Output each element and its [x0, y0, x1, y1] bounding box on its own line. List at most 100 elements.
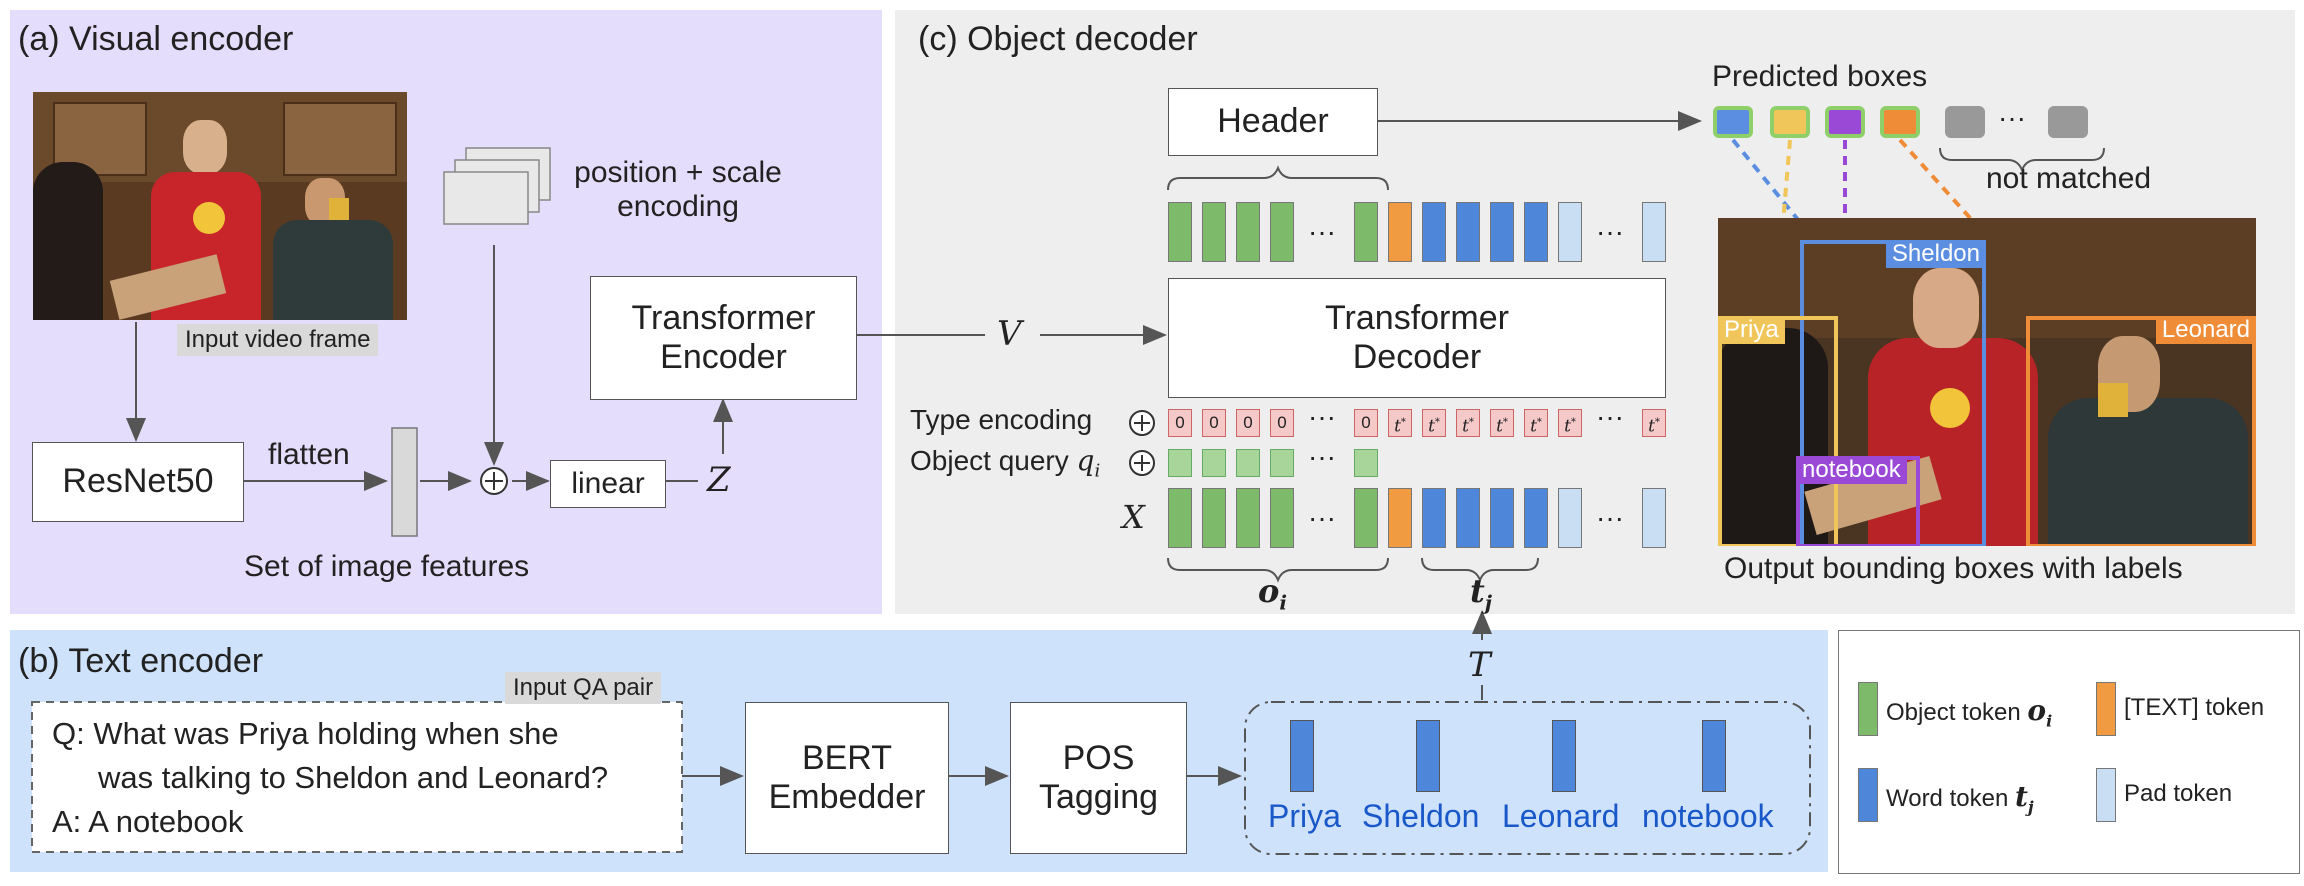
predicted-box-unmatched — [1945, 106, 1985, 138]
v-symbol: V — [997, 314, 1022, 354]
output-frame-image: Sheldon Priya Leonard notebook — [1718, 218, 2256, 546]
type-code-t: t* — [1642, 409, 1666, 437]
ellipsis: ··· — [1308, 441, 1336, 472]
image-features-label: Set of image features — [244, 550, 530, 583]
type-code-zero: 0 — [1270, 409, 1294, 437]
word-label: notebook — [1642, 798, 1774, 834]
object-token — [1236, 488, 1260, 548]
z-symbol: Z — [707, 460, 731, 500]
type-code-t: t* — [1490, 409, 1514, 437]
resnet50-box: ResNet50 — [32, 442, 244, 522]
word-token — [1490, 202, 1514, 262]
type-encoding-label: Type encoding — [910, 404, 1093, 435]
word-embedding-bar — [1290, 720, 1314, 792]
bbox-label-notebook: notebook — [1796, 456, 1907, 484]
query-cell — [1202, 449, 1226, 477]
legend-word-swatch — [1858, 768, 1878, 822]
word-token — [1422, 202, 1446, 262]
input-qa-chip: Input QA pair — [505, 672, 662, 704]
output-caption: Output bounding boxes with labels — [1724, 552, 2183, 585]
object-token — [1236, 202, 1260, 262]
legend-object-label: Object token oi — [1886, 694, 2053, 731]
header-box: Header — [1168, 88, 1378, 156]
type-code-t: t* — [1422, 409, 1446, 437]
ellipsis: ··· — [1596, 502, 1624, 533]
word-token — [1524, 488, 1548, 548]
x-symbol: X — [1122, 498, 1145, 536]
type-code-zero: 0 — [1202, 409, 1226, 437]
object-query-row: ··· — [1168, 441, 1388, 477]
bbox-leonard: Leonard — [2026, 316, 2256, 546]
bbox-label-priya: Priya — [1718, 316, 1785, 344]
query-cell — [1168, 449, 1192, 477]
legend-pad-swatch — [2096, 768, 2116, 822]
legend-text-label: [TEXT] token — [2124, 694, 2265, 721]
query-cell — [1354, 449, 1378, 477]
type-code-t: t* — [1388, 409, 1412, 437]
not-matched-label: not matched — [1986, 162, 2152, 195]
ellipsis: ··· — [1308, 502, 1336, 533]
ellipsis: ··· — [1596, 401, 1624, 432]
qa-text: Q: What was Priya holding when she was t… — [52, 712, 608, 844]
object-token — [1168, 202, 1192, 262]
input-frame-label: Input video frame — [177, 324, 379, 356]
position-scale-encoding-label: position + scale encoding — [574, 156, 782, 223]
word-label: Sheldon — [1362, 798, 1480, 834]
query-cell — [1270, 449, 1294, 477]
word-embedding-bar — [1416, 720, 1440, 792]
object-token — [1270, 488, 1294, 548]
predicted-box-notebook — [1825, 106, 1865, 138]
legend-panel — [1838, 630, 2300, 874]
predicted-box-sheldon — [1713, 106, 1753, 138]
pad-token — [1642, 488, 1666, 548]
type-code-zero: 0 — [1236, 409, 1260, 437]
flatten-label: flatten — [268, 438, 350, 471]
legend-object-swatch — [1858, 682, 1878, 736]
t-input-symbol: T — [1468, 645, 1491, 685]
predicted-box-priya — [1770, 106, 1810, 138]
question-line-2: was talking to Sheldon and Leonard? — [98, 760, 609, 795]
object-query-label: Object query qi — [910, 444, 1101, 482]
object-decoder-title: (c) Object decoder — [918, 20, 1198, 58]
text-token — [1388, 202, 1412, 262]
predicted-boxes-label: Predicted boxes — [1712, 60, 1928, 93]
predicted-box-leonard — [1880, 106, 1920, 138]
object-token — [1354, 488, 1378, 548]
ellipsis: ··· — [1308, 216, 1336, 247]
linear-box: linear — [550, 460, 666, 508]
legend-word-label: Word token tj — [1886, 780, 2034, 817]
word-token — [1524, 202, 1548, 262]
object-token — [1168, 488, 1192, 548]
word-token — [1490, 488, 1514, 548]
input-video-frame — [33, 92, 407, 320]
word-label: Priya — [1268, 798, 1341, 834]
type-code-t: t* — [1524, 409, 1548, 437]
pad-token — [1558, 202, 1582, 262]
type-code-zero: 0 — [1354, 409, 1378, 437]
word-token — [1422, 488, 1446, 548]
visual-encoder-title: (a) Visual encoder — [18, 20, 294, 58]
answer-line: A: A notebook — [52, 804, 244, 839]
query-cell — [1236, 449, 1260, 477]
legend-text-swatch — [2096, 682, 2116, 736]
ellipsis: ··· — [1596, 216, 1624, 247]
input-token-row: ··· ··· — [1168, 488, 1668, 548]
o-i-label: oi — [1258, 572, 1287, 615]
object-token — [1202, 202, 1226, 262]
word-label: Leonard — [1502, 798, 1620, 834]
bbox-priya: Priya — [1718, 316, 1838, 546]
question-line-1: Q: What was Priya holding when she — [52, 716, 559, 751]
object-token — [1270, 202, 1294, 262]
text-encoder-title: (b) Text encoder — [18, 642, 264, 680]
bbox-label-leonard: Leonard — [2155, 316, 2256, 344]
word-embedding-bar — [1702, 720, 1726, 792]
object-token — [1354, 202, 1378, 262]
bbox-notebook: notebook — [1796, 456, 1920, 546]
type-code-t: t* — [1456, 409, 1480, 437]
type-code-zero: 0 — [1168, 409, 1192, 437]
word-token — [1456, 488, 1480, 548]
